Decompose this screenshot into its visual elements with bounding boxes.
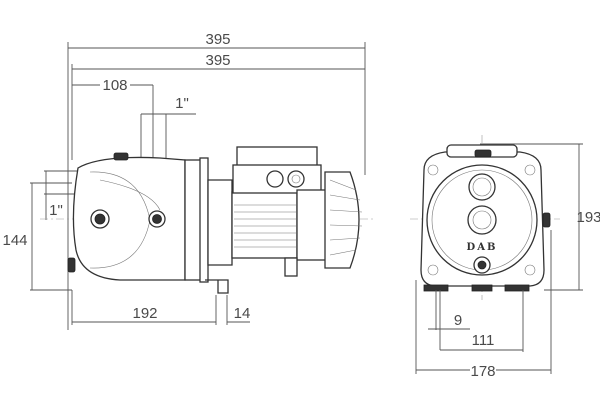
- pump-front-view: DAB: [410, 135, 560, 300]
- dim-overall-height: 193: [576, 209, 600, 226]
- motor-cooling-fins: [234, 204, 296, 248]
- pump-side-view: [40, 146, 375, 294]
- dim-overall-width: 178: [470, 363, 495, 380]
- dim-hole-spacing: 111: [472, 332, 495, 349]
- side-view-dimensions: 395 395 108 1" 1" 144 192 14: [2, 31, 366, 330]
- dim-foot-hole: 9: [454, 312, 462, 329]
- fan-cover-ribs: [329, 179, 363, 256]
- dim-outlet-size: 1": [175, 95, 189, 112]
- dim-base-length: 192: [132, 305, 157, 322]
- dim-overall-length-top: 395: [205, 31, 230, 48]
- dim-foot-width: 14: [234, 305, 251, 322]
- dim-height-inlet: 144: [2, 232, 27, 249]
- dim-inlet-to-outlet: 108: [102, 77, 127, 94]
- dim-overall-length-second: 395: [205, 52, 230, 69]
- front-view-dimensions: 193 9 111 178: [415, 143, 600, 380]
- brand-mark: DAB: [467, 242, 498, 253]
- dim-inlet-size: 1": [49, 202, 63, 219]
